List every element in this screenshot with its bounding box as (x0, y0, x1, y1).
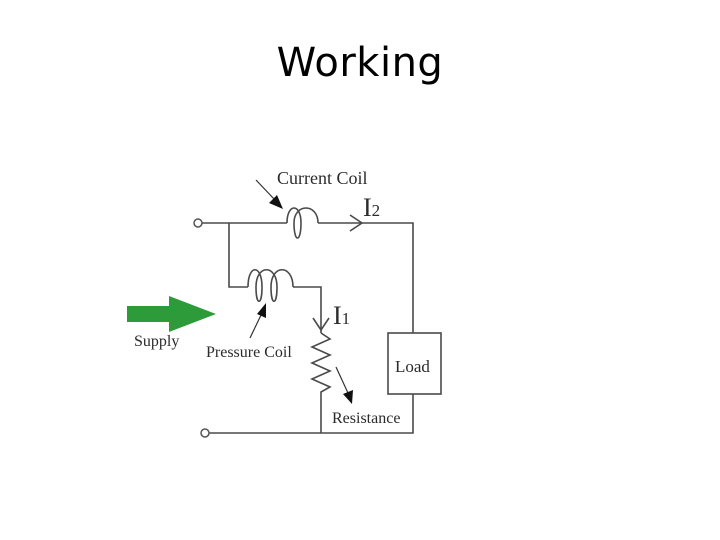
bottom-terminal (200, 428, 210, 438)
current-coil (286, 207, 319, 239)
i2-subscript: 2 (372, 201, 381, 220)
resistance-label: Resistance (332, 410, 400, 427)
slide-title: Working (276, 40, 444, 86)
i1-symbol: I (333, 301, 342, 330)
resistance-pointer-arrow (335, 366, 353, 404)
pressure-coil-label: Pressure Coil (206, 344, 292, 361)
i2-direction-arrow (349, 214, 364, 232)
i1-subscript: 1 (342, 309, 351, 328)
top-terminal (193, 218, 203, 228)
current-coil-label: Current Coil (277, 168, 368, 188)
pressure-coil (247, 268, 294, 303)
current-coil-pointer-arrow (255, 179, 283, 209)
resistance-symbol (310, 332, 332, 433)
load-label: Load (395, 357, 430, 376)
pressure-coil-pointer-arrow (249, 303, 266, 339)
supply-arrow (127, 296, 216, 332)
supply-label: Supply (134, 333, 179, 350)
i2-symbol: I (363, 193, 372, 222)
i1-label: I1 (333, 301, 350, 330)
top-wire (202, 222, 414, 333)
return-wire (209, 394, 414, 434)
i2-label: I2 (363, 193, 380, 222)
i1-direction-arrow (312, 317, 330, 332)
pressure-branch-wire (228, 223, 322, 333)
load-box (387, 332, 442, 395)
